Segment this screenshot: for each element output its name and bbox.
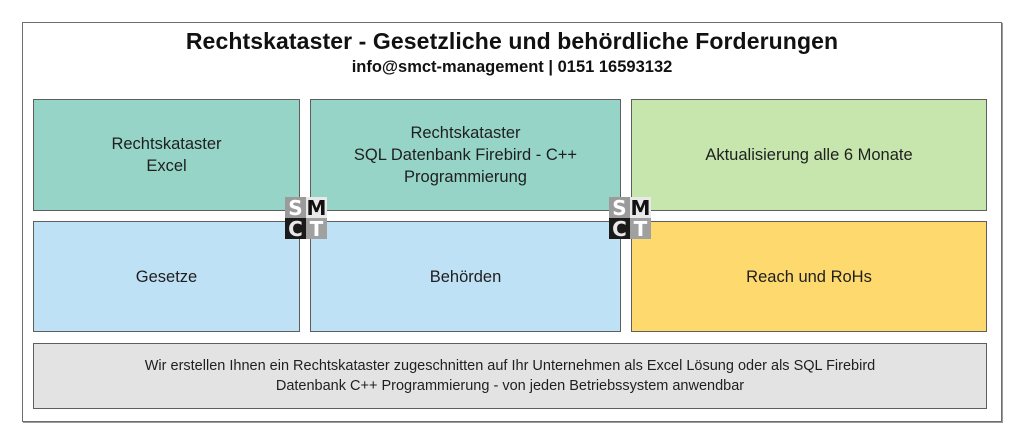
logo-letter-t: T — [306, 218, 327, 239]
contact-subtitle: info@smct-management | 0151 16593132 — [351, 58, 673, 76]
logo-letter-t: T — [630, 218, 651, 239]
logo-letter-c: C — [609, 218, 630, 239]
logo-letter-s: S — [609, 197, 630, 218]
logo-letter-c: C — [285, 218, 306, 239]
smct-logo-icon: S M C T — [285, 197, 327, 239]
box-rechtskataster-sql: Rechtskataster SQL Datenbank Firebird - … — [310, 99, 621, 211]
box-behoerden: Behörden — [310, 221, 621, 332]
box-rechtskataster-excel: Rechtskataster Excel — [33, 99, 300, 211]
logo-letter-m: M — [306, 195, 327, 220]
logo-letter-s: S — [285, 197, 306, 218]
page-title: Rechtskataster - Gesetzliche und behördl… — [185, 28, 839, 54]
box-aktualisierung: Aktualisierung alle 6 Monate — [631, 99, 987, 211]
box-gesetze: Gesetze — [33, 221, 300, 332]
box-description: Wir erstellen Ihnen ein Rechtskataster z… — [33, 343, 987, 409]
logo-letter-m: M — [630, 195, 651, 220]
smct-logo-icon: S M C T — [609, 197, 651, 239]
box-reach-rohs: Reach und RoHs — [631, 221, 987, 332]
